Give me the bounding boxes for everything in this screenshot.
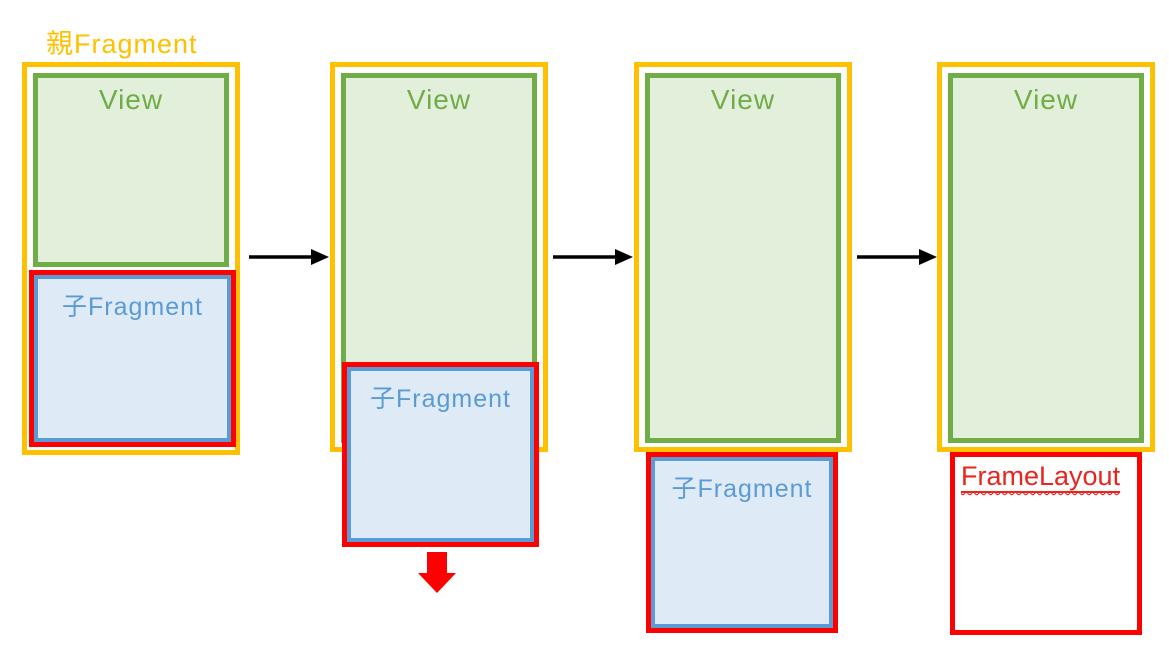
view-label-1: View: [98, 84, 164, 115]
view-box-4: View: [948, 73, 1144, 443]
right-arrow-icon: [553, 249, 633, 265]
parent-fragment-title: 親Fragment: [46, 29, 198, 59]
right-arrow-icon: [249, 249, 329, 265]
child-fragment-label-1: 子Fragment: [62, 293, 203, 321]
red-down-arrow-icon: [418, 552, 456, 593]
view-box-3: View: [645, 73, 841, 443]
child-fragment-box-3: 子Fragment: [646, 452, 838, 633]
child-fragment-label-2: 子Fragment: [370, 385, 511, 413]
child-fragment-inner-3: 子Fragment: [651, 457, 833, 628]
child-fragment-label-3: 子Fragment: [671, 475, 813, 503]
child-fragment-box-1: 子Fragment: [29, 270, 236, 447]
frame-layout-label: FrameLayout: [961, 461, 1121, 491]
child-fragment-box-2: 子Fragment: [342, 362, 539, 547]
view-label-4: View: [1013, 84, 1079, 115]
frame-layout-wavy-underline: FrameLayout: [961, 461, 1120, 491]
view-label-2: View: [406, 84, 472, 115]
view-box-1: View: [33, 73, 229, 267]
view-label-3: View: [710, 84, 776, 115]
right-arrow-icon: [857, 249, 937, 265]
child-fragment-inner-2: 子Fragment: [347, 367, 534, 542]
frame-layout-box: FrameLayout: [950, 452, 1142, 635]
child-fragment-inner-1: 子Fragment: [34, 275, 231, 442]
